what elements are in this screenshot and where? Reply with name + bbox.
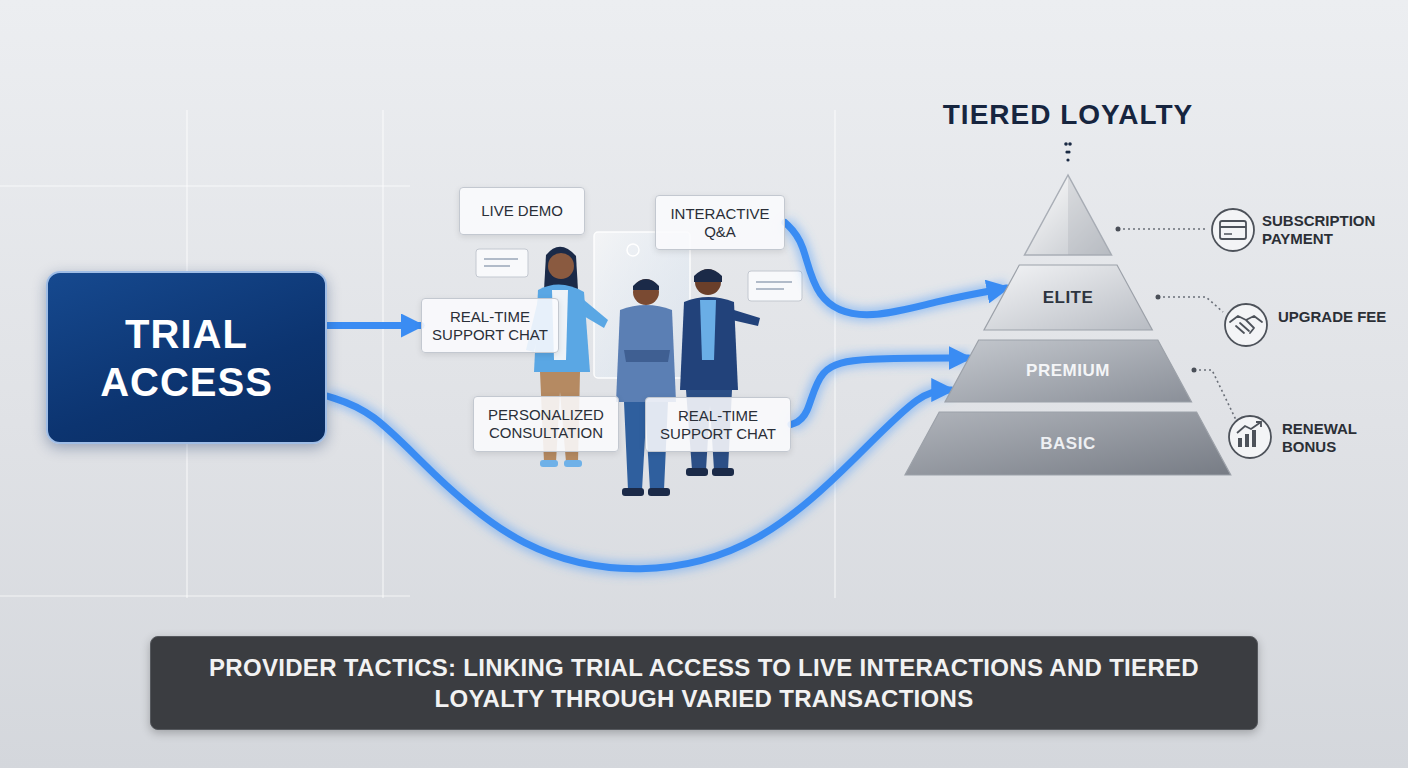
illustration-part bbox=[1118, 228, 1206, 230]
transaction-label: UPGRADE FEE bbox=[1278, 308, 1396, 326]
illustration-part bbox=[1025, 175, 1112, 255]
illustration-part bbox=[1238, 438, 1242, 447]
arrow-glow bbox=[327, 390, 951, 569]
tier-outline bbox=[905, 412, 1231, 475]
grid-lines bbox=[0, 110, 835, 598]
illustration-part bbox=[1220, 226, 1246, 228]
tier-label: ELITE bbox=[1043, 288, 1094, 308]
illustration-part bbox=[1194, 370, 1236, 420]
illustration-part bbox=[1156, 295, 1161, 300]
callout-box: INTERACTIVE Q&A bbox=[655, 195, 785, 250]
illustration-part bbox=[622, 488, 644, 496]
arrow-glow bbox=[785, 223, 1007, 315]
illustration-part bbox=[564, 460, 582, 467]
illustration-part bbox=[627, 244, 639, 256]
illustration-part bbox=[544, 247, 578, 290]
tier-label: BASIC bbox=[1040, 434, 1095, 454]
illustration-part bbox=[476, 249, 528, 277]
callout-text: REAL-TIME SUPPORT CHAT bbox=[430, 308, 550, 344]
illustration-part bbox=[1066, 158, 1069, 161]
flow-arrow bbox=[327, 390, 951, 569]
screen-panel bbox=[594, 232, 690, 378]
flow-arrow bbox=[327, 325, 421, 326]
illustration-part bbox=[540, 460, 558, 467]
caption-text: PROVIDER TACTICS: LINKING TRIAL ACCESS T… bbox=[175, 652, 1233, 714]
callout-text: LIVE DEMO bbox=[481, 202, 563, 220]
illustration-part bbox=[548, 253, 574, 279]
callout-box: LIVE DEMO bbox=[459, 187, 585, 235]
illustration-part bbox=[382, 110, 383, 598]
illustration-part bbox=[1212, 209, 1254, 251]
illustration-part bbox=[1116, 227, 1121, 232]
illustration-part bbox=[1225, 304, 1267, 346]
illustration-part bbox=[1224, 233, 1232, 235]
flow-arrow bbox=[785, 223, 1007, 315]
callout-text: PERSONALIZED CONSULTATION bbox=[482, 406, 610, 442]
illustration-part bbox=[0, 595, 410, 596]
illustration-part bbox=[616, 305, 676, 402]
arrow-line bbox=[327, 390, 951, 569]
illustration-part bbox=[732, 310, 760, 326]
illustration-part bbox=[700, 300, 716, 360]
illustration-part bbox=[594, 232, 690, 378]
pyramid-tier: BASIC bbox=[905, 412, 1231, 475]
illustration-part bbox=[1067, 150, 1070, 153]
illustration-part bbox=[484, 265, 510, 267]
illustration-part bbox=[756, 281, 792, 283]
illustration-part bbox=[1064, 142, 1068, 146]
illustration-part bbox=[1220, 221, 1246, 239]
illustration-part bbox=[1252, 430, 1256, 447]
illustration-part bbox=[1256, 422, 1261, 427]
arrow-line bbox=[785, 223, 1007, 315]
callout-text: REAL-TIME SUPPORT CHAT bbox=[654, 407, 782, 443]
transaction-label: RENEWAL BONUS bbox=[1282, 420, 1398, 456]
illustration-part bbox=[633, 279, 659, 290]
illustration-part bbox=[756, 288, 784, 290]
growth-icon bbox=[1229, 416, 1271, 458]
person-middle bbox=[616, 279, 676, 496]
caption-bar: PROVIDER TACTICS: LINKING TRIAL ACCESS T… bbox=[150, 636, 1258, 730]
arrow-line bbox=[327, 322, 421, 329]
box-label: TRIAL ACCESS bbox=[77, 310, 297, 406]
pyramid-tier: PREMIUM bbox=[945, 340, 1192, 402]
illustration-part bbox=[1068, 142, 1072, 146]
illustration-part bbox=[1192, 368, 1197, 373]
handshake-icon bbox=[1225, 304, 1267, 346]
illustration-part bbox=[582, 300, 608, 328]
callout-text: INTERACTIVE Q&A bbox=[664, 205, 776, 241]
transaction-label: SUBSCRIPTION PAYMENT bbox=[1262, 212, 1396, 248]
illustration-part bbox=[695, 269, 721, 295]
callout-box: PERSONALIZED CONSULTATION bbox=[473, 396, 619, 452]
illustration-part bbox=[1229, 416, 1271, 458]
tier-outline bbox=[945, 340, 1192, 402]
tier-outline bbox=[984, 265, 1152, 330]
illustration-part bbox=[484, 258, 518, 260]
callout-box: REAL-TIME SUPPORT CHAT bbox=[645, 397, 791, 452]
title-dots bbox=[1064, 142, 1072, 161]
arrow-glow bbox=[327, 319, 421, 333]
illustration-part bbox=[834, 110, 835, 598]
tier-label: PREMIUM bbox=[1026, 361, 1110, 381]
callout-box: REAL-TIME SUPPORT CHAT bbox=[421, 298, 559, 353]
illustration-part bbox=[1237, 422, 1261, 433]
diagram-heading: TIERED LOYALTY bbox=[918, 98, 1218, 132]
illustration-part bbox=[712, 468, 734, 476]
illustration-part bbox=[694, 269, 722, 282]
illustration-part bbox=[648, 488, 670, 496]
illustration-part bbox=[633, 279, 659, 305]
process-box: TRIAL ACCESS bbox=[46, 271, 327, 444]
payment-icon bbox=[1212, 209, 1254, 251]
pyramid-tier: ELITE bbox=[984, 265, 1152, 330]
illustration-part bbox=[0, 185, 410, 186]
illustration-part bbox=[748, 271, 802, 301]
illustration-part bbox=[680, 297, 738, 390]
illustration-part bbox=[1068, 175, 1112, 255]
pyramid-tip bbox=[1025, 175, 1112, 255]
illustration-part bbox=[624, 350, 670, 362]
illustration-part bbox=[1245, 434, 1249, 447]
illustration-part bbox=[1230, 316, 1262, 333]
illustration-part bbox=[686, 468, 708, 476]
illustration-part bbox=[1158, 297, 1223, 312]
